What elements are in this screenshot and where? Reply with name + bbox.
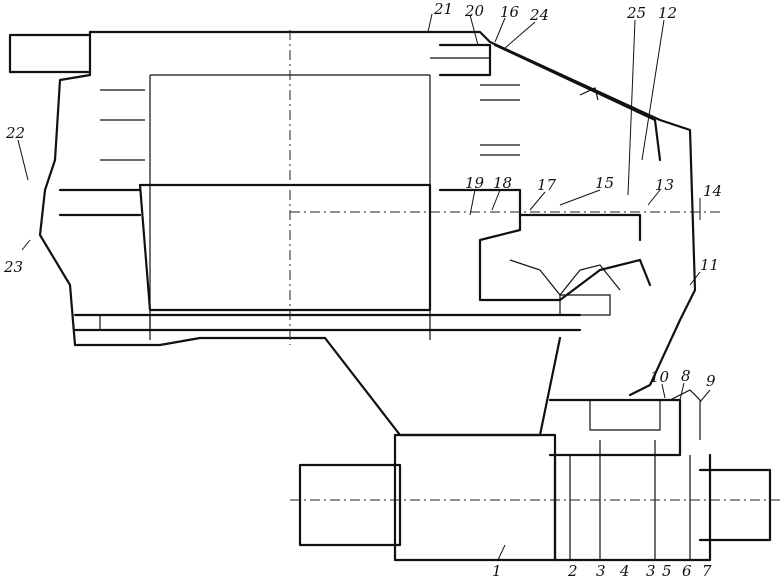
callout-16: 16 xyxy=(500,3,520,21)
callout-23: 23 xyxy=(3,258,23,276)
pedestal xyxy=(323,336,562,437)
motor-housing xyxy=(8,30,697,397)
callout-25: 25 xyxy=(626,4,646,22)
callout-labels: 21 20 16 24 25 12 22 19 18 17 15 13 14 2… xyxy=(3,0,722,580)
callout-6: 6 xyxy=(682,562,692,580)
callout-3a: 3 xyxy=(596,562,606,580)
callout-7: 7 xyxy=(702,562,712,580)
callout-3b: 3 xyxy=(646,562,656,580)
callout-1: 1 xyxy=(492,562,502,580)
axle-assembly xyxy=(298,389,772,562)
leader-lines xyxy=(17,13,711,561)
callout-18: 18 xyxy=(493,174,512,192)
callout-14: 14 xyxy=(703,182,722,200)
callout-13: 13 xyxy=(655,176,674,194)
callout-19: 19 xyxy=(465,174,485,192)
callout-8: 8 xyxy=(681,367,691,385)
callout-10: 10 xyxy=(650,368,670,386)
callout-20: 20 xyxy=(464,2,485,20)
callout-21: 21 xyxy=(433,0,453,18)
callout-11: 11 xyxy=(700,256,719,274)
callout-15: 15 xyxy=(595,174,614,192)
callout-12: 12 xyxy=(658,4,677,22)
top-cover xyxy=(430,43,662,162)
callout-24: 24 xyxy=(529,6,549,24)
callout-2: 2 xyxy=(567,562,578,580)
callout-4: 4 xyxy=(619,562,630,580)
callout-22: 22 xyxy=(5,124,25,142)
callout-17: 17 xyxy=(537,176,557,194)
centre-lines xyxy=(289,30,781,501)
callout-5: 5 xyxy=(662,562,672,580)
callout-9: 9 xyxy=(706,372,716,390)
